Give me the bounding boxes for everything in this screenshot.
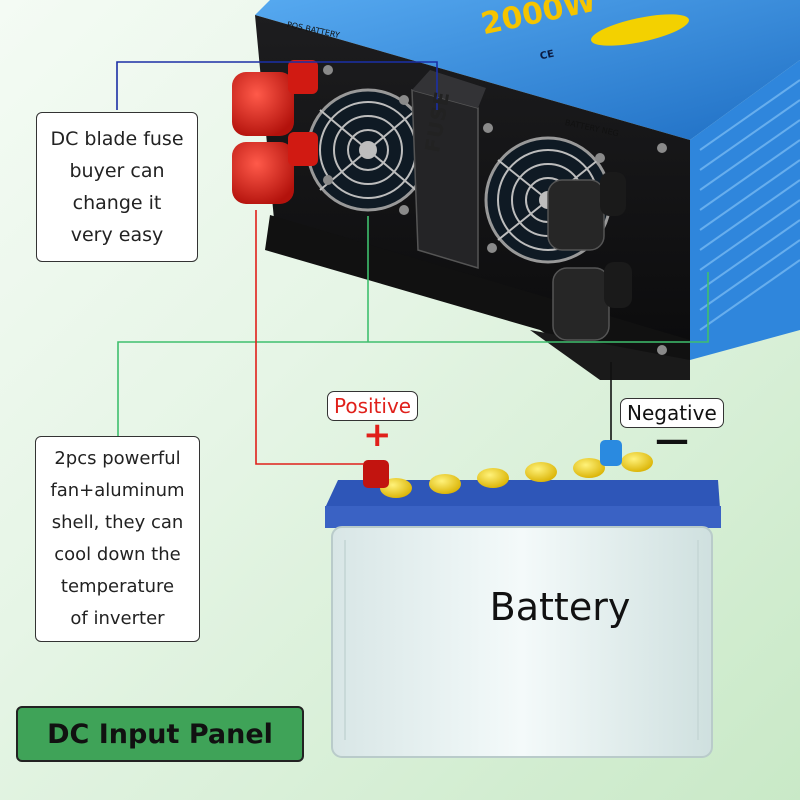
terminal-knob-icon xyxy=(232,60,318,204)
negative-post xyxy=(600,440,622,466)
fan-callout-line: of inverter xyxy=(70,608,165,629)
fan-callout: 2pcs powerful fan+aluminum shell, they c… xyxy=(35,436,200,642)
fuse-callout-line: DC blade fuse xyxy=(50,128,184,150)
fan-callout-line: cool down the xyxy=(54,544,181,565)
inverter-body xyxy=(255,0,800,360)
panel-screws xyxy=(323,65,667,355)
fan-callout-line: fan+aluminum xyxy=(50,480,185,501)
fuse-callout-line: buyer can xyxy=(69,160,165,182)
fuse-callout-line: very easy xyxy=(70,224,164,246)
fuse-cover-icon xyxy=(411,70,486,270)
fan-callout-line: temperature xyxy=(60,576,175,597)
fuse-callout-line: change it xyxy=(72,192,162,214)
negative-label: Negative xyxy=(620,398,724,428)
panel-title-badge: DC Input Panel xyxy=(16,706,304,762)
fuse-callout: DC blade fuse buyer can change it very e… xyxy=(36,112,198,262)
fan-grille-icon xyxy=(306,88,430,212)
fan-callout-line: 2pcs powerful xyxy=(54,448,181,469)
fan-callout-line: shell, they can xyxy=(51,512,184,533)
plus-sign: + xyxy=(363,415,392,455)
minus-sign: — xyxy=(655,420,689,460)
callout-pointers xyxy=(116,61,709,465)
battery-cell-cap-icon xyxy=(380,452,653,498)
terminal-knob-icon xyxy=(547,172,632,341)
positive-post xyxy=(363,460,389,488)
positive-label: Positive xyxy=(327,391,419,421)
battery-illustration xyxy=(325,440,721,758)
battery-label: Battery xyxy=(489,585,631,629)
